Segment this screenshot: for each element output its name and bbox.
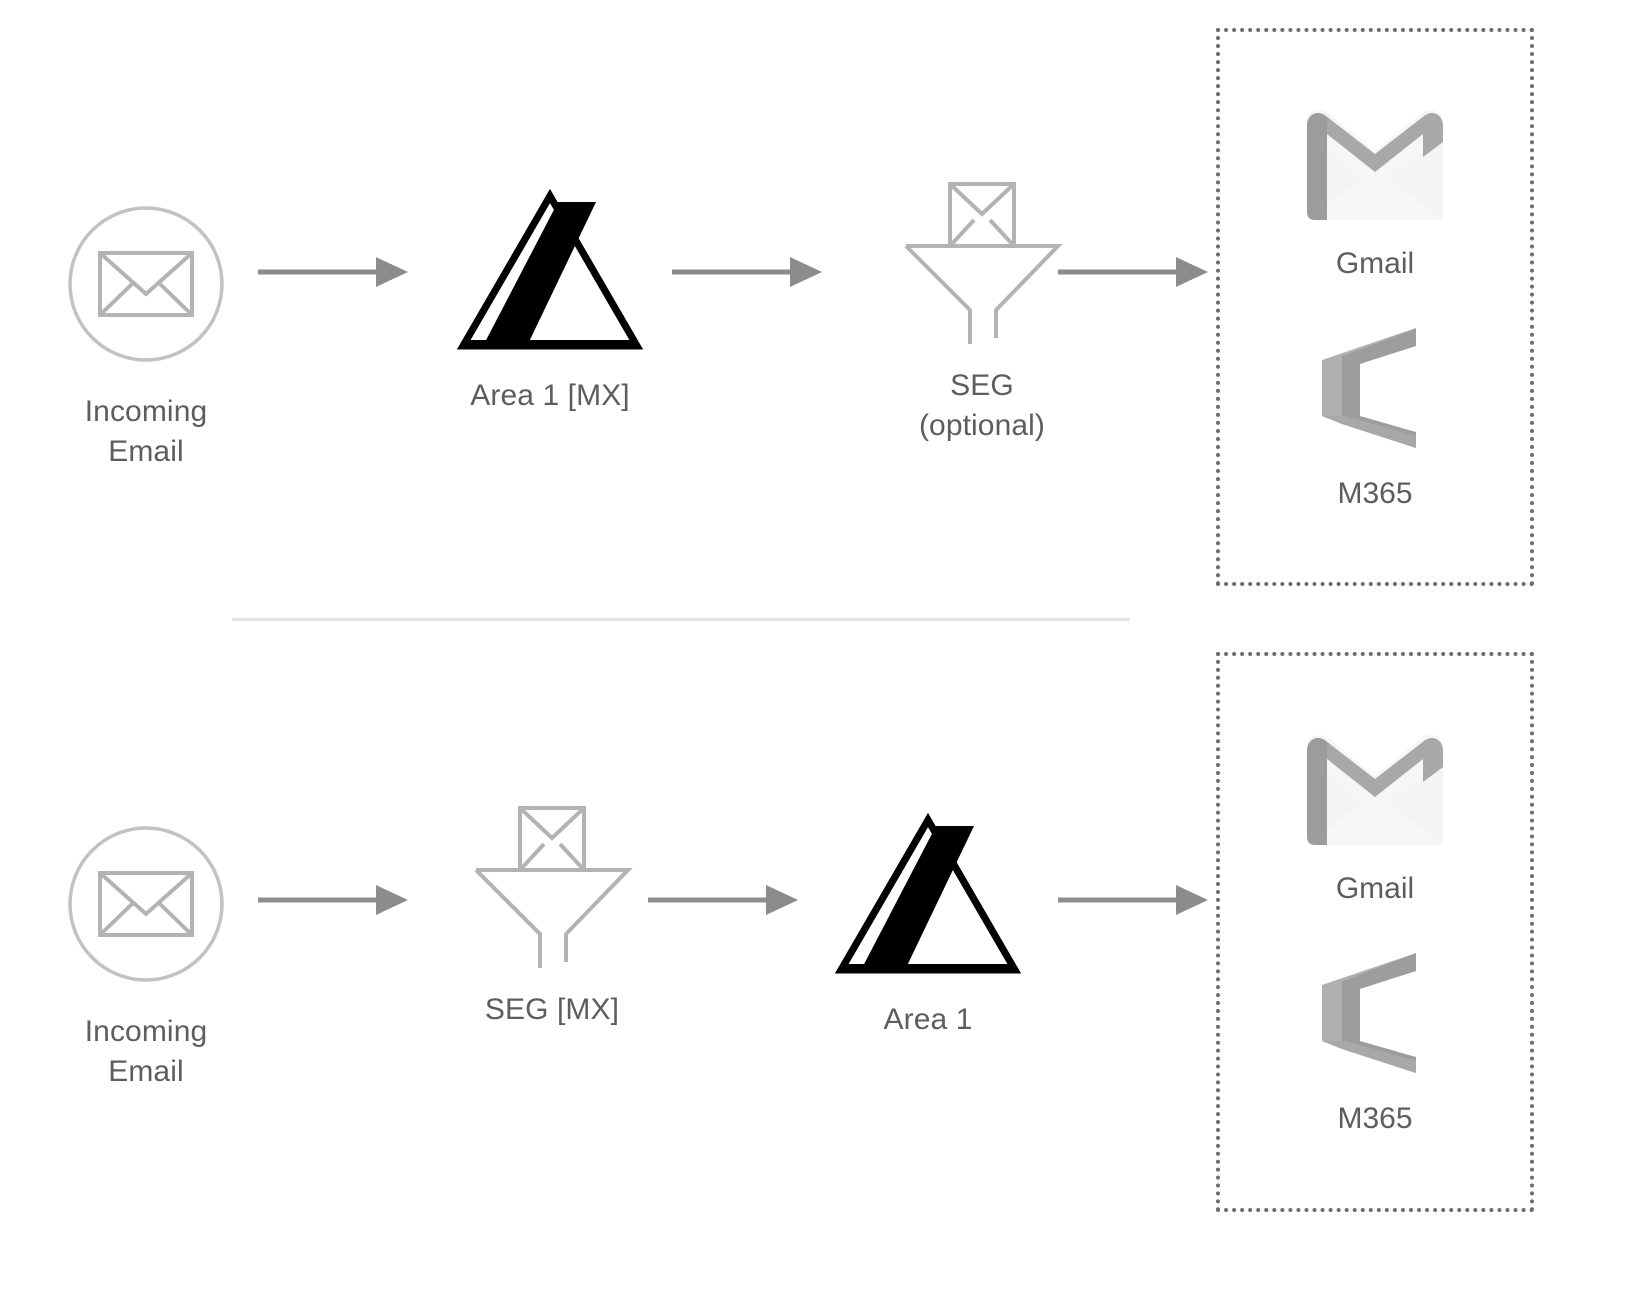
- arrow-top-1: [258, 252, 410, 297]
- node-label: Area 1 [MX]: [470, 379, 630, 412]
- node-incoming-email-bottom: Incoming Email: [46, 816, 246, 1092]
- node-label: Incoming Email: [84, 395, 208, 468]
- destination-label: M365: [1337, 1102, 1413, 1135]
- node-label: SEG [MX]: [484, 993, 620, 1026]
- destination-item-m365-bottom: M365: [1312, 949, 1438, 1137]
- gmail-logo-icon: [1295, 727, 1455, 849]
- arrow-bottom-3: [1058, 880, 1210, 925]
- envelope-in-circle-icon: [58, 816, 234, 992]
- m365-logo-icon: [1312, 949, 1438, 1079]
- destination-label: M365: [1337, 477, 1413, 510]
- area1-triangle-icon: [833, 812, 1023, 980]
- arrow-bottom-2: [648, 880, 800, 925]
- node-area1-mx-top: Area 1 [MX]: [440, 188, 660, 416]
- node-seg-optional-top: SEG (optional): [872, 176, 1092, 446]
- destinations-bottom: Gmail M365: [1216, 652, 1534, 1212]
- arrow-top-3: [1058, 252, 1210, 297]
- destination-label: Gmail: [1335, 247, 1415, 280]
- section-divider: [232, 618, 1130, 621]
- destination-item-gmail-top: Gmail: [1295, 102, 1455, 282]
- envelope-in-circle-icon: [58, 196, 234, 372]
- m365-logo-icon: [1312, 324, 1438, 454]
- destinations-top: Gmail M365: [1216, 28, 1534, 586]
- node-incoming-email-top: Incoming Email: [46, 196, 246, 472]
- seg-funnel-icon: [462, 800, 642, 970]
- node-label: Incoming Email: [84, 1015, 208, 1088]
- destination-item-gmail-bottom: Gmail: [1295, 727, 1455, 907]
- seg-funnel-icon: [892, 176, 1072, 346]
- node-area1-bottom: Area 1: [818, 812, 1038, 1040]
- gmail-logo-icon: [1295, 102, 1455, 224]
- area1-triangle-icon: [455, 188, 645, 356]
- node-label: SEG (optional): [918, 369, 1046, 442]
- arrow-top-2: [672, 252, 824, 297]
- destination-item-m365-top: M365: [1312, 324, 1438, 512]
- arrow-bottom-1: [258, 880, 410, 925]
- node-seg-mx-bottom: SEG [MX]: [442, 800, 662, 1030]
- destination-label: Gmail: [1335, 872, 1415, 905]
- node-label: Area 1: [883, 1003, 973, 1036]
